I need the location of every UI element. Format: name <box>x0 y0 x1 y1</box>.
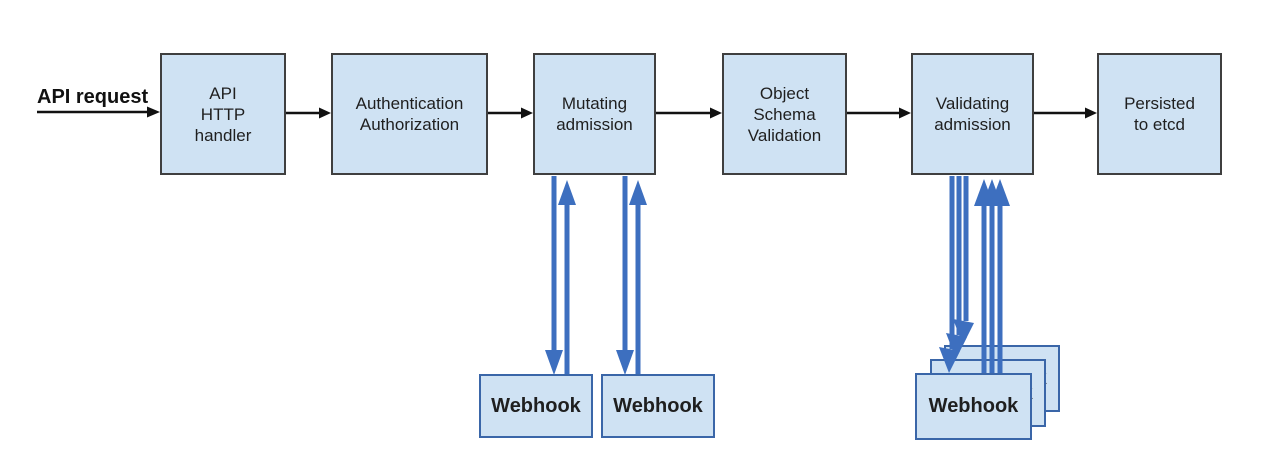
webhook-response-arrow-head <box>990 179 1010 206</box>
webhook-label: Webhook <box>928 395 1019 417</box>
flow-arrow-head <box>521 107 533 119</box>
stage-label: API HTTP handler <box>194 83 252 145</box>
flow-arrow-head <box>319 107 331 119</box>
webhook-response-arrow-head <box>974 179 994 206</box>
stage-label: Authentication Authorization <box>355 94 464 134</box>
webhook-call-arrow-head <box>616 350 634 375</box>
webhook-call-arrow-head <box>953 319 974 345</box>
api-request-label: API request <box>37 86 149 108</box>
webhook-box-mutating-2: Webhook <box>601 374 715 438</box>
flow-arrow-head <box>710 107 722 119</box>
webhook-label: Webhook <box>491 394 581 417</box>
stage-box-api-http-handler: API HTTP handler <box>160 53 286 175</box>
webhook-call-arrow-head <box>545 350 563 375</box>
webhook-label: Webhook <box>613 394 703 417</box>
stage-box-validating-admission: Validating admission <box>911 53 1034 175</box>
stage-box-mutating-admission: Mutating admission <box>533 53 656 175</box>
webhook-response-arrow-head <box>558 180 576 205</box>
stage-label: Mutating admission <box>556 94 633 134</box>
flow-arrow-head <box>1085 107 1097 119</box>
stage-box-persisted-to-etcd: Persisted to etcd <box>1097 53 1222 175</box>
stage-box-object-schema-validation: Object Schema Validation <box>722 53 847 175</box>
webhook-response-arrow-head <box>982 179 1002 206</box>
api-request-arrow-head <box>147 106 160 118</box>
webhook-box-mutating-1: Webhook <box>479 374 593 438</box>
stage-label: Object Schema Validation <box>747 83 822 145</box>
stage-label: Validating admission <box>934 94 1011 134</box>
flow-arrow-head <box>899 107 911 119</box>
stage-box-authentication-authorization: Authentication Authorization <box>331 53 488 175</box>
webhook-box-validating-front: Webhook <box>915 373 1032 440</box>
webhook-response-arrow-head <box>629 180 647 205</box>
stage-label: Persisted to etcd <box>1124 94 1195 134</box>
